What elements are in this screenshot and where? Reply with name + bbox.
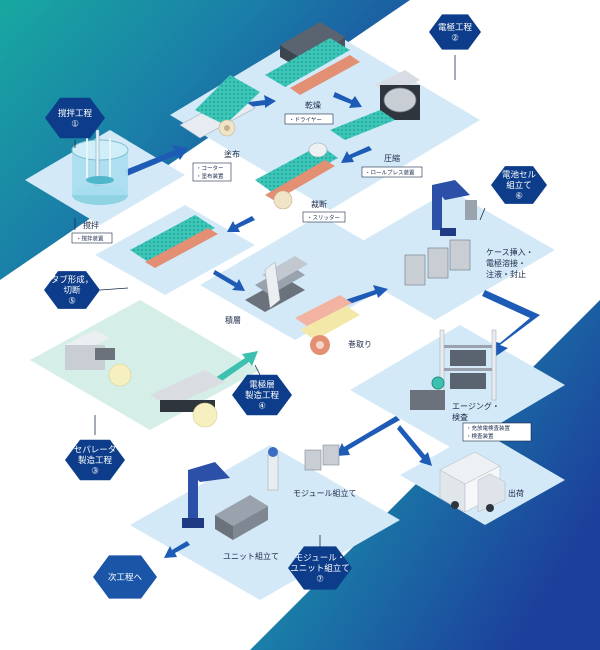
label-coating-text: 塗布 xyxy=(224,149,240,159)
label-dryer: ・ドライヤー xyxy=(289,117,322,124)
label-coating: 塗布 ・コーター ・塗布装置 xyxy=(192,149,240,182)
arrow-module-to-next xyxy=(164,541,190,558)
label-shipping: 出荷 xyxy=(508,488,524,498)
arrow-stir-to-coat xyxy=(125,145,188,176)
label-pressing-text: 圧縮 xyxy=(384,153,400,163)
step-badge-title: 製造工程 xyxy=(245,390,280,401)
module-assembly-illustration xyxy=(267,444,340,491)
next-step-label: 次工程へ xyxy=(108,572,143,583)
label-unit-assembly: ユニット組立て xyxy=(223,551,279,561)
arrow-dry-to-press xyxy=(333,92,362,108)
step-badge-hexagon xyxy=(429,14,481,50)
step-badge-title: 組立て xyxy=(506,180,532,191)
label-inspection: ・検査装置 xyxy=(466,432,494,440)
step-badge-number: ③ xyxy=(91,467,99,477)
label-aging-line1: エージング・ xyxy=(452,401,500,411)
step-badge-title: タブ形成， xyxy=(51,275,94,286)
label-slitter: ・スリッター xyxy=(307,214,340,222)
step-badge-tab-forming: タブ形成，切断⑤ xyxy=(44,271,100,309)
label-coating-device: ・塗布装置 xyxy=(196,172,224,180)
label-roll-press: ・ロールプレス装置 xyxy=(365,169,415,177)
step-badge-title: 切断 xyxy=(63,285,81,296)
step-badge-number: ⑤ xyxy=(68,297,76,307)
dryer-illustration xyxy=(265,22,360,95)
cell-assembly-illustration xyxy=(404,180,477,286)
step-badge-number: ① xyxy=(71,119,79,129)
arrow-press-to-slit xyxy=(341,146,372,163)
step-badge-hexagon xyxy=(65,439,125,481)
unit-assembly-illustration xyxy=(182,462,268,540)
label-stir: 撹拌 ・撹拌装置 xyxy=(71,220,113,244)
step-badge-number: ⑦ xyxy=(316,575,324,585)
step-badge-title: 製造工程 xyxy=(78,455,113,466)
label-case-line1: ケース挿入・ xyxy=(486,247,534,257)
step-badge-hexagon xyxy=(45,97,105,139)
step-badge-title: モジュール・ xyxy=(295,554,345,564)
step-badge-title: ユニット組立て xyxy=(290,563,350,574)
arrow-tab-to-stack xyxy=(213,270,245,291)
step-badge-hexagon xyxy=(44,271,100,309)
arrow-aging-to-module xyxy=(336,416,400,456)
label-slitting-text: 裁断 xyxy=(311,199,327,209)
arrow-separator-to-stack xyxy=(215,351,258,383)
step-badge-title: 電極層 xyxy=(249,380,275,391)
label-case: ケース挿入・ 電極溶接・ 注液・封止 xyxy=(486,247,534,279)
label-slitting: 裁断 ・スリッター xyxy=(302,199,346,223)
label-drying-text: 乾燥 xyxy=(305,100,321,110)
coater-illustration xyxy=(179,75,260,139)
label-stir-text: 撹拌 xyxy=(83,220,99,230)
arrow-aging-to-ship xyxy=(397,425,432,466)
label-stir-device: ・撹拌装置 xyxy=(76,235,104,243)
slitter-illustration xyxy=(255,142,338,210)
step-badge-number: ② xyxy=(451,33,459,43)
step-badges: 撹拌工程①電極工程②タブ形成，切断⑤セパレータ製造工程③電極層製造工程④電池セル… xyxy=(44,14,547,599)
arrow-cell-to-aging xyxy=(482,290,540,358)
step-badge-title: セパレータ xyxy=(74,446,117,456)
arrow-stack-to-cell xyxy=(345,285,388,305)
label-aging-line2: 検査 xyxy=(452,412,468,422)
step-badge-title: 電極工程 xyxy=(438,22,473,33)
truck-illustration xyxy=(439,451,506,513)
step-badge-hexagon xyxy=(491,166,547,204)
step-badge-number: ④ xyxy=(258,402,266,412)
stacking-illustration xyxy=(245,256,308,312)
label-drying: 乾燥 ・ドライヤー xyxy=(284,100,334,125)
arrow-slit-to-tab xyxy=(227,216,255,232)
label-case-line2: 電極溶接・ xyxy=(486,258,526,268)
label-charger: ・充放電検査装置 xyxy=(466,424,511,432)
roll-press-illustration xyxy=(330,70,420,140)
separator-machine-illustration xyxy=(65,330,225,428)
next-step-badge: 次工程へ xyxy=(93,555,157,599)
step-badge-hexagon xyxy=(288,546,352,590)
step-badge-title: 電池セル xyxy=(502,170,537,181)
step-badge-hexagon xyxy=(232,374,292,416)
label-case-line3: 注液・封止 xyxy=(486,269,526,279)
label-aging: エージング・ 検査 ・充放電検査装置 ・検査装置 xyxy=(452,401,532,442)
step-badge-title: 撹拌工程 xyxy=(58,108,93,119)
flow-arrows xyxy=(125,92,540,558)
platform-module xyxy=(130,445,400,600)
stirring-tank-illustration xyxy=(71,129,129,205)
label-module-assembly: モジュール組立て xyxy=(293,488,356,498)
label-stacking: 積層 xyxy=(225,315,241,325)
platform-separator xyxy=(30,300,260,430)
step-badge-number: ⑥ xyxy=(515,192,523,202)
tab-forming-illustration xyxy=(130,215,218,268)
label-winding: 巻取り xyxy=(348,339,372,349)
label-coater: ・コーター xyxy=(196,164,224,172)
winding-illustration xyxy=(295,295,360,355)
next-step-hexagon xyxy=(93,555,157,599)
connector-lines xyxy=(74,55,486,548)
label-pressing: 圧縮 ・ロールプレス装置 xyxy=(361,153,423,178)
aging-rack-illustration xyxy=(410,329,497,410)
